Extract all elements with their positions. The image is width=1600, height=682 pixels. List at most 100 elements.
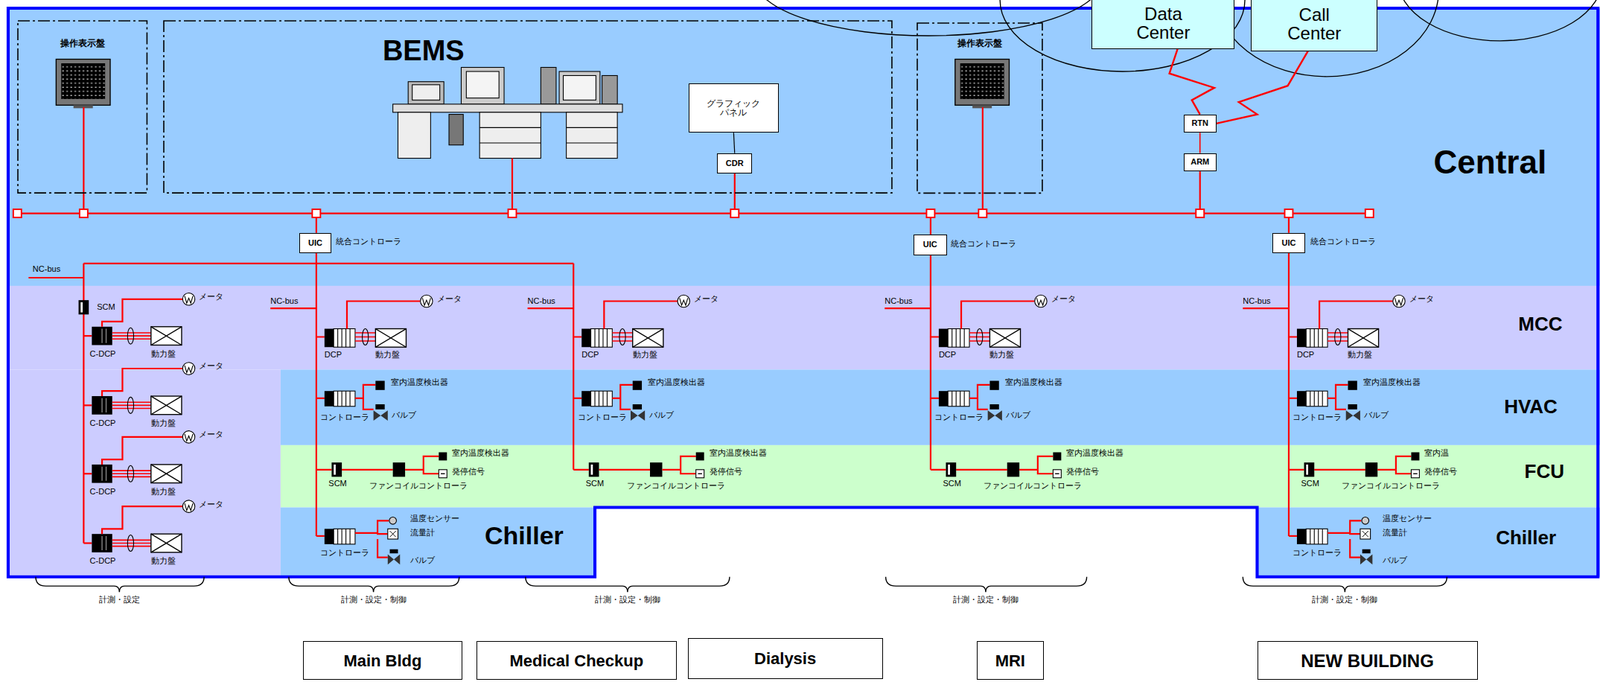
bus-junction [1365, 209, 1374, 218]
scope-label: 計測・設定・制御 [594, 594, 661, 604]
scope-bracket [1242, 577, 1447, 593]
node-text: 操作表示盤 [957, 38, 1003, 49]
bus-wiring [83, 107, 1200, 210]
cloud-outline [999, 0, 1245, 72]
device-box: RTN [1183, 114, 1217, 134]
bems-workstation [393, 67, 623, 159]
part-label: 動力盤 [151, 418, 176, 428]
zone-backgrounds [8, 285, 1600, 370]
part-label: 動力盤 [632, 349, 658, 359]
power-panel-row [83, 431, 195, 484]
part-label: バルブ [1363, 410, 1389, 420]
bus-junction [311, 209, 321, 218]
part-label: メータ [1051, 294, 1076, 304]
cloud-outline [754, 0, 1600, 77]
bus-junction [1285, 209, 1294, 218]
part-label: NC-bus [527, 296, 556, 306]
part-label: 室内温度検出器 [390, 377, 449, 387]
cloud-outline [754, 0, 1102, 36]
part-label: 温度センサー [410, 513, 460, 523]
part-label: 室内温度検出器 [451, 448, 510, 458]
part-label: メータ [198, 361, 224, 371]
scm-icon [78, 300, 90, 315]
node-text: FCU [1524, 461, 1565, 482]
monitor-icon [955, 59, 1010, 109]
signal-link [1169, 49, 1215, 115]
part-label: ファンコイルコントローラ [983, 480, 1082, 490]
part-label: バルブ [1005, 410, 1031, 420]
part-label: 動力盤 [989, 349, 1015, 359]
bus-wiring [28, 253, 1289, 543]
part-label: C-DCP [90, 418, 117, 428]
building-box: MRI [976, 641, 1044, 680]
part-label: 統合コントローラ [1310, 236, 1376, 246]
scope-bracket [35, 577, 1447, 593]
node-text: MRI [995, 652, 1026, 670]
power-panel-row [83, 500, 195, 553]
part-label: コントローラ [577, 412, 627, 422]
node-text: UIC [1281, 238, 1296, 248]
scope-bracket [525, 577, 730, 593]
bus-junction [508, 209, 517, 218]
bems-workstation [398, 112, 432, 159]
scm-icon [80, 302, 83, 313]
part-label: 発停信号 [709, 466, 743, 476]
bems-workstation [566, 112, 618, 159]
node-text: Medical Checkup [509, 652, 644, 670]
part-label: コントローラ [1292, 547, 1342, 557]
part-label: DCP [324, 349, 342, 359]
part-label: 発停信号 [1424, 466, 1458, 476]
bus-junction [79, 209, 88, 218]
part-label: 室内温 [1424, 448, 1449, 458]
part-label: バルブ [649, 410, 674, 420]
node-text: Main Bldg [343, 652, 422, 670]
node-text: BEMS [382, 36, 465, 67]
bems-workstation [448, 114, 464, 146]
part-label: 動力盤 [375, 349, 400, 359]
part-label: SCM [1300, 478, 1319, 488]
part-label: DCP [938, 349, 956, 359]
bus-wiring [17, 107, 1370, 544]
part-label: 室内温度検出器 [1066, 448, 1124, 458]
signal-link [1216, 51, 1309, 124]
bus-wiring [316, 217, 1289, 235]
cloud-outline [1398, 0, 1600, 41]
part-label: NC-bus [884, 296, 913, 306]
part-label: コントローラ [320, 547, 370, 557]
device-box: CDR [716, 153, 752, 174]
part-label: SCM [585, 478, 604, 488]
scope-label: 計測・設定・制御 [1311, 594, 1378, 604]
bus-junction [13, 209, 22, 218]
cloud-outline [1214, 0, 1440, 77]
part-label: DCP [1296, 349, 1315, 359]
part-label: 統合コントローラ [950, 238, 1017, 248]
chiller-equipment [316, 517, 400, 566]
node-text: UIC [923, 240, 938, 250]
part-label: 動力盤 [151, 486, 176, 496]
part-label: C-DCP [90, 349, 117, 359]
panel-box: グラフィック パネル [688, 83, 779, 133]
zone-backgrounds [280, 507, 595, 578]
part-label: メータ [693, 294, 719, 304]
part-label: バルブ [391, 410, 417, 420]
part-label: SCM [942, 478, 961, 488]
bems-workstation [466, 71, 499, 99]
scope-label: 計測・設定・制御 [340, 594, 407, 604]
console-group: 操作表示盤 [916, 22, 1044, 194]
part-label: メータ [198, 291, 224, 301]
remote-center-box: Call Center [1250, 0, 1378, 52]
monitor-icon [55, 59, 111, 109]
part-label: 統合コントローラ [335, 236, 402, 246]
power-panel-row [83, 362, 195, 415]
part-label: 流量計 [1382, 527, 1408, 537]
bems-workstation [479, 127, 618, 143]
part-label: コントローラ [1292, 412, 1342, 422]
part-label: SCM [96, 302, 115, 312]
bems-workstation [412, 84, 441, 101]
bus-junction [13, 209, 1374, 218]
part-label: SCM [328, 478, 347, 488]
console-group: 操作表示盤 [17, 20, 148, 194]
zone-backgrounds [8, 369, 281, 577]
